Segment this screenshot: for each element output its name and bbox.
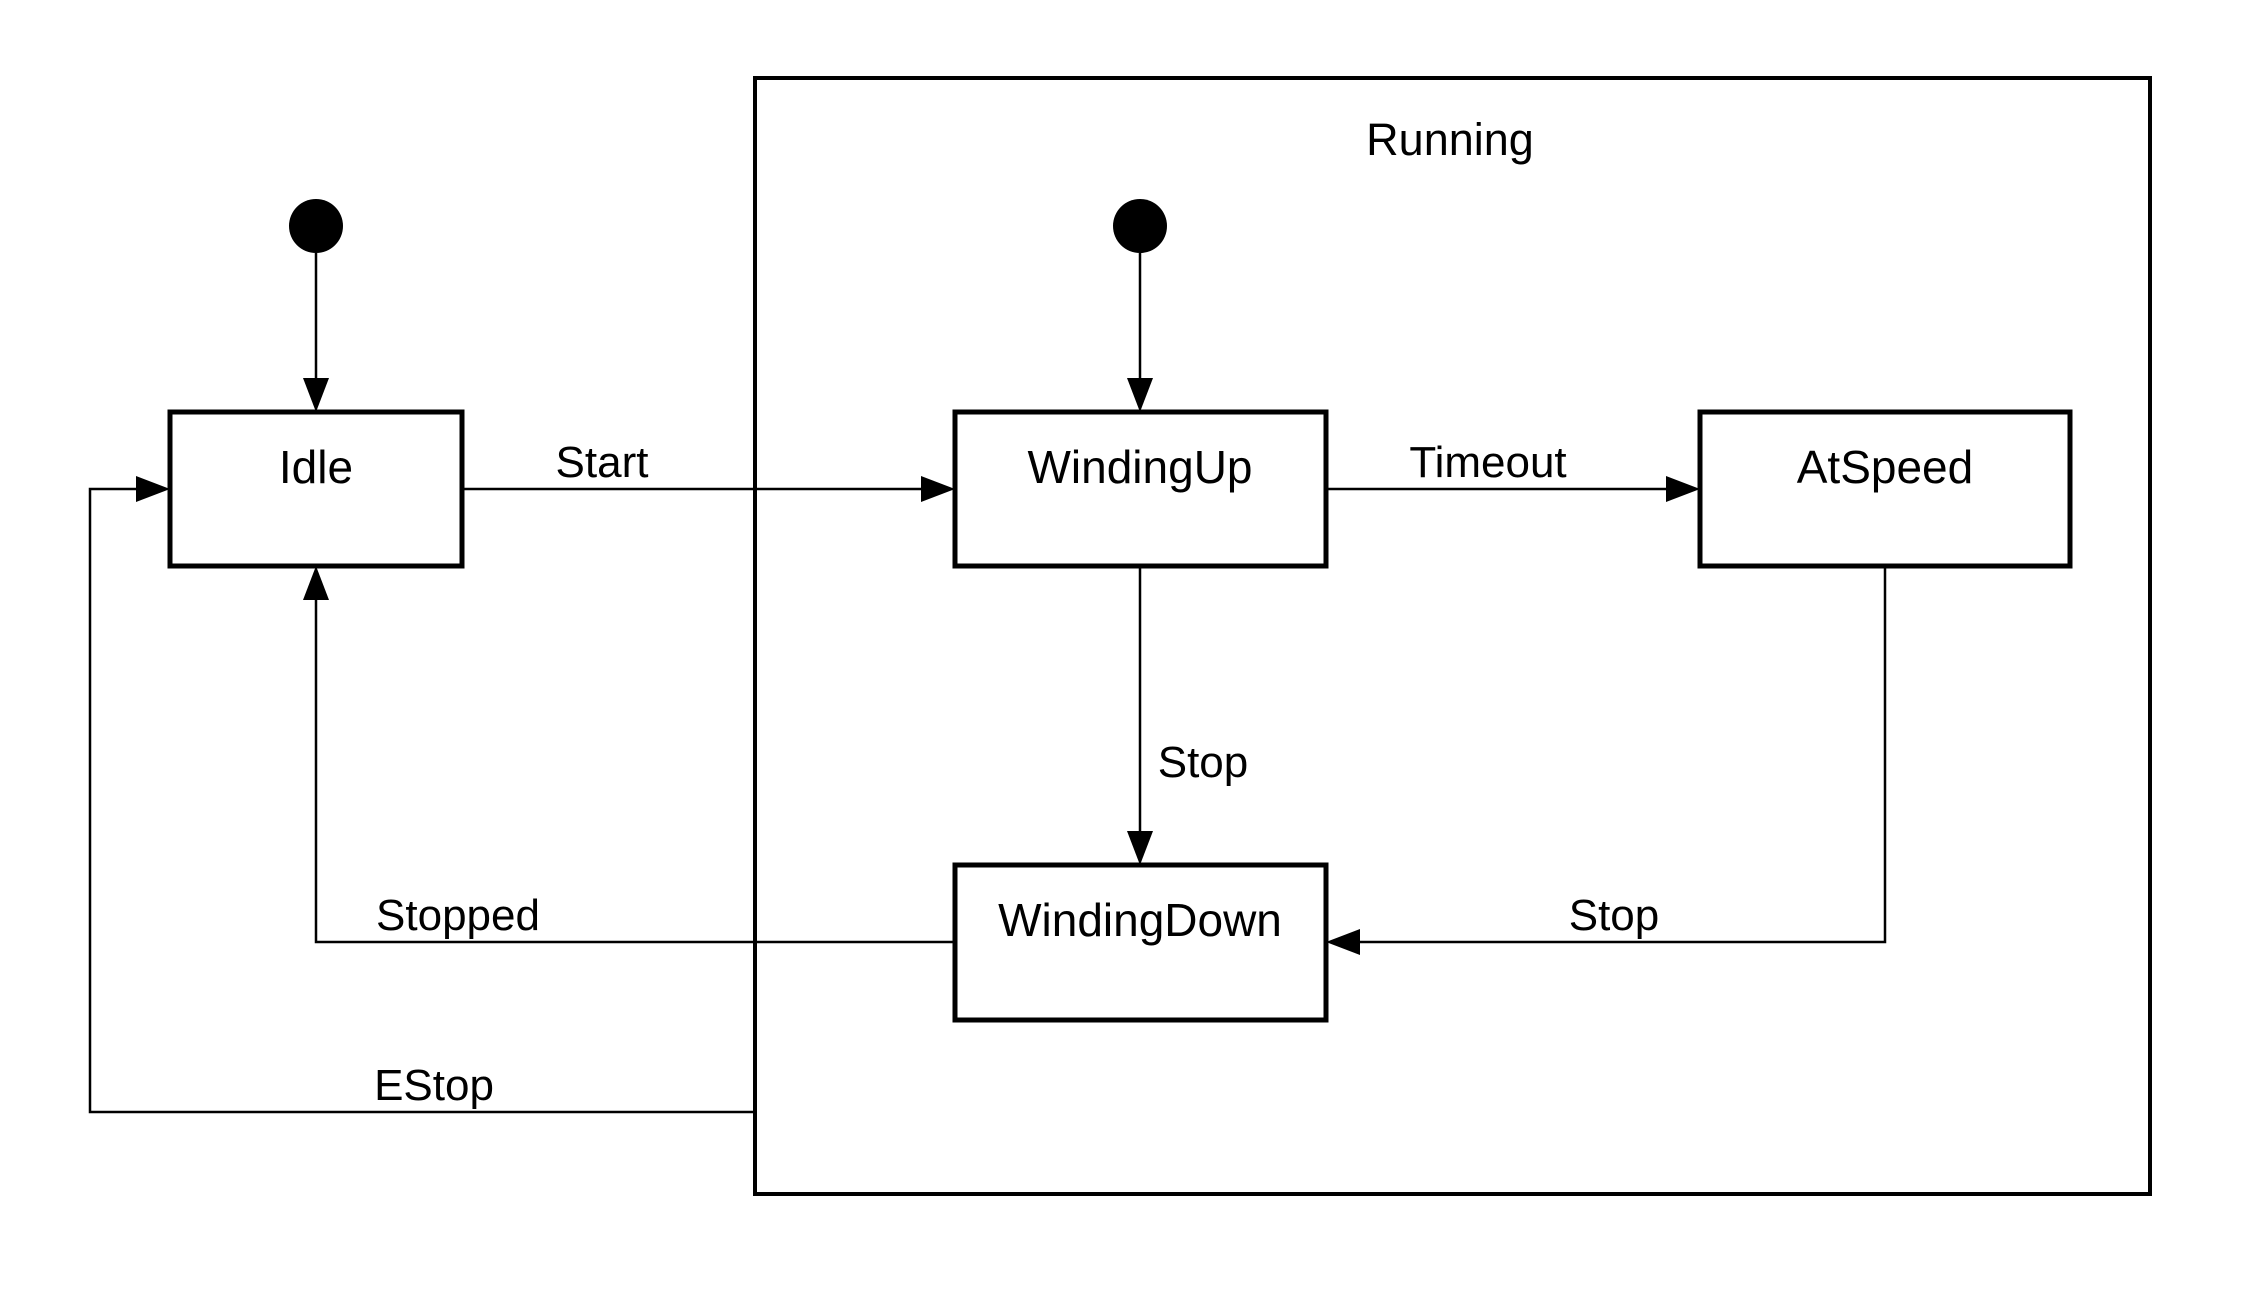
state-atspeed-label: AtSpeed — [1797, 441, 1973, 493]
transition-stop-right-arrowhead-icon — [1326, 929, 1360, 955]
transition-start-arrowhead-icon — [921, 476, 955, 502]
composite-state-running-label: Running — [1366, 114, 1534, 165]
transition-estop-line — [88, 487, 755, 1114]
composite-state-running-box — [753, 76, 2152, 1196]
initial-state-dot-icon — [289, 199, 343, 253]
transition-initial-windingup-arrowhead-icon — [1127, 378, 1153, 412]
state-atspeed-box — [1697, 409, 2073, 569]
state-idle-box — [167, 409, 465, 569]
transition-start-label: Start — [556, 438, 649, 487]
transition-initial-idle-arrowhead-icon — [303, 378, 329, 412]
transition-stopped-arrowhead-icon — [303, 566, 329, 600]
transition-stop-right-line — [1360, 566, 1887, 944]
transition-stop-right-label: Stop — [1569, 891, 1660, 940]
transition-timeout-arrowhead-icon — [1666, 476, 1700, 502]
state-windingdown-label: WindingDown — [998, 894, 1282, 946]
state-windingup-box — [952, 409, 1329, 569]
transition-stopped-label: Stopped — [376, 891, 540, 940]
state-windingdown-box — [952, 862, 1329, 1023]
transition-stopped-line — [314, 600, 955, 944]
transition-estop-arrowhead-icon — [136, 476, 170, 502]
transition-estop-label: EStop — [374, 1061, 494, 1110]
state-windingup-label: WindingUp — [1028, 441, 1253, 493]
transition-stop-mid-label: Stop — [1158, 738, 1249, 787]
initial-state-dot-icon — [1113, 199, 1167, 253]
transition-stop-mid-arrowhead-icon — [1127, 831, 1153, 865]
transition-timeout-label: Timeout — [1409, 438, 1566, 487]
state-idle-label: Idle — [279, 441, 353, 493]
